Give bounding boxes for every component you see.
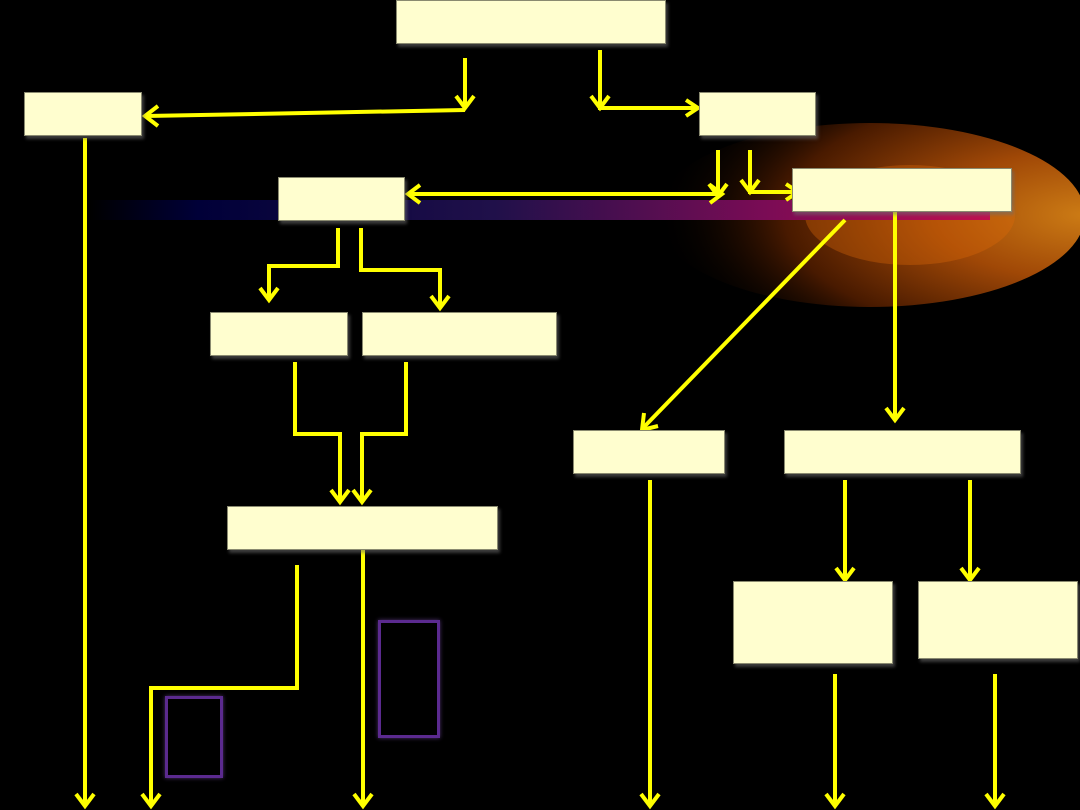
node-mid-left-3: [210, 312, 348, 356]
arrow-line: [641, 218, 847, 430]
arrow-line: [598, 50, 698, 110]
arrowhead: [454, 94, 476, 112]
node-center-5: [227, 506, 498, 550]
arrowhead: [639, 792, 661, 810]
node-center-2: [278, 177, 405, 221]
arrowhead: [684, 98, 702, 118]
arrow-line: [359, 228, 442, 308]
node-bottom-right-a: [733, 581, 893, 664]
arrowhead: [884, 406, 906, 424]
node-right-b-4: [784, 430, 1021, 474]
arrow-line: [293, 362, 342, 502]
node-left-1: [24, 92, 142, 136]
arrowhead: [404, 183, 422, 205]
arrowhead: [329, 488, 351, 506]
arrowhead: [351, 488, 373, 506]
arrowhead: [141, 104, 160, 128]
node-top: [396, 0, 666, 44]
node-right-2: [792, 168, 1012, 212]
arrowhead: [352, 792, 374, 810]
arrowhead: [140, 792, 162, 810]
node-mid-right-3: [362, 312, 557, 356]
arrow-line: [149, 565, 299, 806]
arrowhead: [708, 183, 726, 205]
arrow-line: [267, 228, 340, 300]
purple-outline-box-left: [165, 696, 223, 778]
arrowhead: [74, 792, 96, 810]
arrowhead: [429, 294, 451, 312]
arrowhead: [824, 792, 846, 810]
arrowhead: [984, 792, 1006, 810]
purple-outline-box-center: [378, 620, 440, 738]
arrowhead: [834, 566, 856, 584]
arrowhead: [739, 178, 761, 196]
arrow-line: [360, 362, 408, 502]
node-bottom-right-b: [918, 581, 1078, 659]
arrowhead: [959, 566, 981, 584]
arrow-line: [145, 108, 466, 118]
node-right-a-4: [573, 430, 725, 474]
node-right-1: [699, 92, 816, 136]
arrowhead: [589, 94, 611, 112]
arrowhead: [258, 286, 280, 304]
